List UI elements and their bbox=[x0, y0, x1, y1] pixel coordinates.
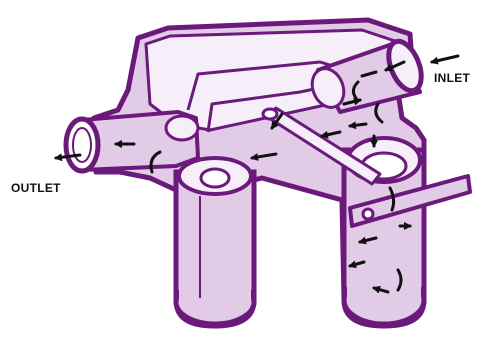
inlet-label: INLET bbox=[434, 71, 470, 85]
valve-stem-pivot bbox=[263, 109, 277, 119]
flow-arrow bbox=[350, 124, 366, 126]
outlet-port-cap bbox=[166, 116, 198, 140]
valve-lever-pin bbox=[363, 209, 373, 219]
outlet-opening bbox=[66, 119, 98, 171]
outlet-label: OUTLET bbox=[11, 181, 61, 195]
left-cylinder-bore bbox=[201, 169, 229, 187]
flow-arrow bbox=[432, 56, 458, 62]
